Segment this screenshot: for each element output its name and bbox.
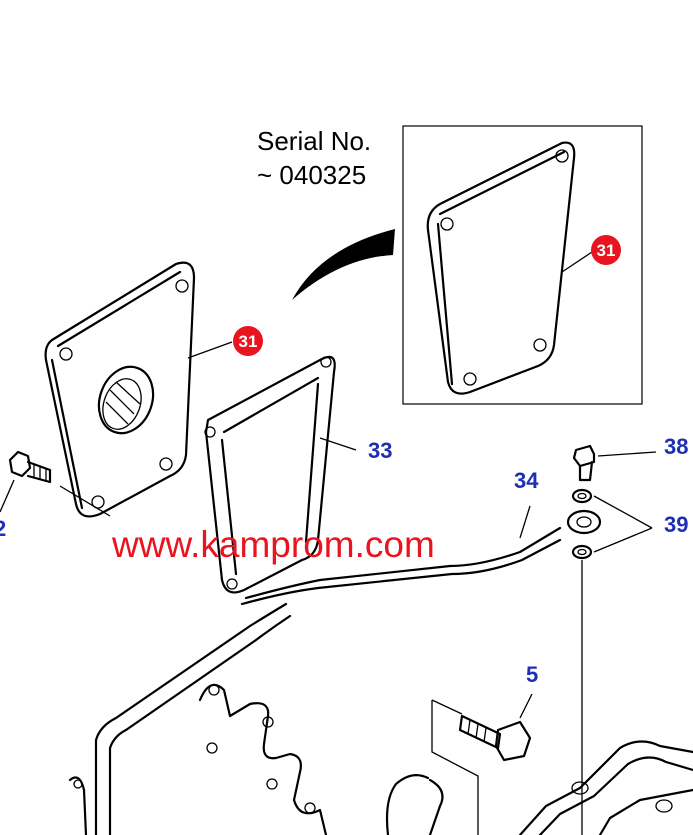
inset-cover-plate (426, 141, 593, 395)
bolt-2 (0, 450, 111, 517)
callout-39: 39 (664, 512, 688, 537)
leader-34 (519, 505, 531, 539)
callout-31-inset: 31 (597, 241, 616, 260)
callout-31-main: 31 (239, 332, 258, 351)
callout-33: 33 (368, 438, 392, 463)
engine-case (68, 602, 328, 835)
serial-arrow (292, 229, 395, 300)
housing-right (385, 740, 693, 835)
main-cover-plate (44, 261, 233, 518)
banjo-fitting (566, 444, 657, 835)
callout-5: 5 (526, 662, 538, 687)
callout-31-inset-badge (591, 235, 621, 265)
inset-frame (402, 125, 643, 405)
pipe-line-outer (240, 538, 562, 606)
callout-31-main-badge (233, 326, 263, 356)
bolt-5 (431, 693, 533, 835)
gasket (204, 355, 357, 594)
callout-34: 34 (514, 468, 539, 493)
callout-38: 38 (664, 434, 688, 459)
serial-note-line2: ~ 040325 (257, 160, 366, 190)
serial-note-line1: Serial No. (257, 126, 371, 156)
watermark-text: www.kamprom.com (111, 524, 435, 565)
callout-2: 2 (0, 516, 6, 541)
pipe-line (244, 526, 562, 600)
